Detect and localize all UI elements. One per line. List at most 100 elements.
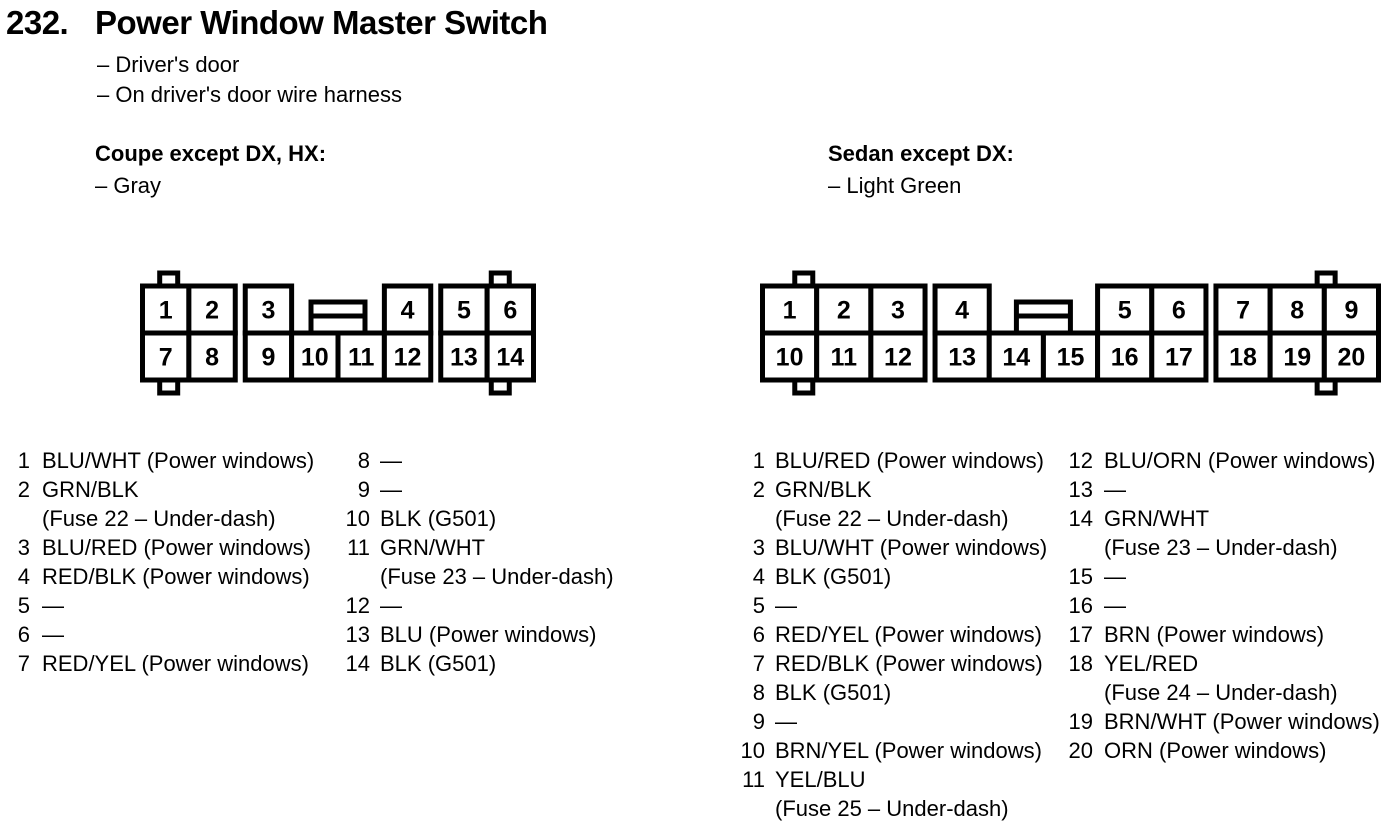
pin-label: — <box>380 477 402 502</box>
note-line: – Driver's door <box>97 52 240 77</box>
pin-row: 15— <box>1065 562 1380 591</box>
svg-text:10: 10 <box>776 344 804 372</box>
svg-text:19: 19 <box>1283 344 1311 372</box>
svg-text:12: 12 <box>394 344 422 372</box>
svg-text:11: 11 <box>348 344 375 372</box>
pin-label: BRN/WHT (Power windows) <box>1104 709 1380 734</box>
pin-number: 9 <box>357 477 370 502</box>
section-color-note-sedan: – Light Green <box>828 173 962 198</box>
pin-row: 17 BRN (Power windows) <box>1065 620 1380 649</box>
pin-row: 3 BLU/RED (Power windows) <box>12 533 314 562</box>
pin-row: 16— <box>1065 591 1380 620</box>
pin-label: BLU/ORN (Power windows) <box>1104 448 1376 473</box>
pin-row: 20 ORN (Power windows) <box>1065 736 1380 765</box>
pin-number: 10 <box>345 506 370 531</box>
svg-text:16: 16 <box>1111 344 1139 372</box>
svg-text:20: 20 <box>1338 344 1366 372</box>
page-title: Power Window Master Switch <box>95 4 548 41</box>
svg-text:12: 12 <box>884 344 912 372</box>
pin-number: 16 <box>1068 593 1093 618</box>
pin-number: 2 <box>752 477 765 502</box>
svg-text:18: 18 <box>1229 344 1257 372</box>
pin-row: 11 YEL/BLU(Fuse 25 – Under-dash) <box>739 765 1047 823</box>
svg-text:6: 6 <box>1172 297 1186 325</box>
pin-label: GRN/BLK(Fuse 22 – Under-dash) <box>775 477 1009 531</box>
pin-label: — <box>775 709 797 734</box>
pin-row: 12— <box>344 591 614 620</box>
svg-text:2: 2 <box>837 297 851 325</box>
note-line: – On driver's door wire harness <box>97 82 402 107</box>
svg-text:1: 1 <box>159 297 173 325</box>
pin-number: 6 <box>752 622 765 647</box>
pin-label: BLK (G501) <box>775 680 892 705</box>
pin-number: 6 <box>17 622 30 647</box>
pin-row: 1 BLU/RED (Power windows) <box>739 446 1047 475</box>
section-heading-coupe: Coupe except DX, HX: <box>95 141 327 166</box>
pin-label: BRN/YEL (Power windows) <box>775 738 1042 763</box>
pin-row: 5— <box>12 591 314 620</box>
svg-text:4: 4 <box>955 297 969 325</box>
pin-label: RED/YEL (Power windows) <box>775 622 1042 647</box>
pin-number: 13 <box>345 622 370 647</box>
pin-number: 9 <box>752 709 765 734</box>
pin-label: BLU/RED (Power windows) <box>775 448 1044 473</box>
section-color-note-coupe: – Gray <box>95 173 162 198</box>
pin-number: 8 <box>357 448 370 473</box>
pin-row: 6— <box>12 620 314 649</box>
pin-number: 1 <box>17 448 30 473</box>
pin-label: BRN (Power windows) <box>1104 622 1325 647</box>
svg-text:13: 13 <box>450 344 478 372</box>
pin-number: 3 <box>17 535 30 560</box>
pin-number: 10 <box>740 738 765 763</box>
pin-label: RED/BLK (Power windows) <box>42 564 310 589</box>
pin-row: 10 BRN/YEL (Power windows) <box>739 736 1047 765</box>
pin-label: — <box>1104 564 1126 589</box>
svg-text:4: 4 <box>401 297 415 325</box>
pin-label: YEL/BLU(Fuse 25 – Under-dash) <box>775 767 1009 821</box>
svg-text:9: 9 <box>261 344 275 372</box>
pin-label: YEL/RED(Fuse 24 – Under-dash) <box>1104 651 1338 705</box>
page-title-number: 232. <box>6 4 69 41</box>
svg-text:2: 2 <box>205 297 219 325</box>
svg-text:13: 13 <box>948 344 976 372</box>
pin-label: ORN (Power windows) <box>1104 738 1327 763</box>
svg-text:9: 9 <box>1344 297 1358 325</box>
svg-text:17: 17 <box>1165 344 1193 372</box>
svg-text:5: 5 <box>1118 297 1132 325</box>
pin-number: 5 <box>752 593 765 618</box>
pin-label: BLU/RED (Power windows) <box>42 535 311 560</box>
pin-row: 13— <box>1065 475 1380 504</box>
sedan-pin-list-column-1: 1 BLU/RED (Power windows) 2 GRN/BLK(Fuse 22… <box>739 446 1048 823</box>
svg-text:1: 1 <box>783 297 797 325</box>
svg-text:3: 3 <box>261 297 275 325</box>
pin-number: 20 <box>1068 738 1093 763</box>
pin-number: 1 <box>752 448 765 473</box>
svg-text:14: 14 <box>1002 344 1030 372</box>
svg-text:3: 3 <box>891 297 905 325</box>
svg-text:8: 8 <box>205 344 219 372</box>
svg-text:15: 15 <box>1057 344 1085 372</box>
title-notes: – Driver's door – On driver's door wire … <box>97 50 402 110</box>
svg-text:7: 7 <box>1236 297 1250 325</box>
pin-number: 14 <box>345 651 370 676</box>
pin-number: 11 <box>742 767 765 792</box>
pin-number: 17 <box>1068 622 1093 647</box>
svg-text:10: 10 <box>301 344 329 372</box>
pin-number: 13 <box>1068 477 1093 502</box>
